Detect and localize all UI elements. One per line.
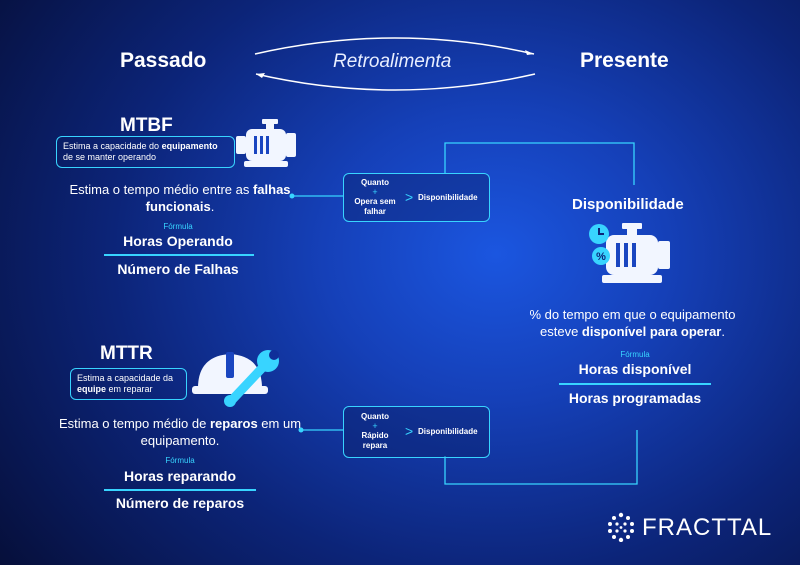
box-gt-sign: >: [405, 423, 414, 439]
disponibilidade-description: % do tempo em que o equipamento esteve d…: [529, 307, 736, 339]
motor-clock-percent-icon: %: [589, 223, 670, 283]
mtbf-numerator: Horas Operando: [123, 233, 233, 249]
box-falhar: falhar: [364, 207, 386, 216]
connector-dot-mtbf: [289, 193, 295, 199]
mtbf-description: Estima o tempo médio entre as falhas fun…: [69, 182, 291, 214]
box-disponibilidade: Disponibilidade: [418, 427, 478, 436]
hardhat-wrench-icon: [192, 350, 279, 407]
mttr-fraction-line: [104, 489, 256, 491]
arc-bottom: [255, 73, 536, 91]
box-opera-sem: Opera sem: [354, 197, 396, 206]
box-quanto: Quanto: [361, 178, 389, 187]
box-gt-sign: >: [405, 189, 414, 205]
mtbf-callout: Estima a capacidade do equipamento de se…: [56, 136, 235, 168]
header-passado: Passado: [120, 49, 207, 72]
mttr-denominator: Número de reparos: [115, 495, 245, 511]
arc-top: [254, 37, 535, 55]
svg-text:%: %: [596, 251, 606, 263]
box-plus: +: [372, 421, 378, 431]
disponibilidade-numerator: Horas disponível: [578, 361, 692, 377]
box-quanto: Quanto: [361, 412, 389, 421]
fracttal-dots-logo-icon: [608, 512, 634, 542]
box-plus: +: [372, 187, 378, 197]
box-rapido: Rápido: [361, 431, 389, 440]
motor-pump-icon: [236, 119, 296, 167]
mtbf-availability-box: Quanto + Opera sem falhar > Disponibilid…: [343, 173, 490, 222]
mtbf-fraction-line: [104, 254, 254, 256]
connector-dot-mttr: [298, 427, 304, 433]
box-disponibilidade: Disponibilidade: [418, 193, 478, 202]
mttr-callout: Estima a capacidade da equipe em reparar: [70, 368, 187, 400]
header-presente: Presente: [580, 49, 669, 72]
disponibilidade-fraction-line: [559, 383, 711, 385]
mtbf-formula-label: Fórmula: [163, 222, 193, 231]
mttr-description: Estima o tempo médio de reparos em um eq…: [58, 416, 302, 448]
mttr-title: MTTR: [100, 343, 153, 364]
disponibilidade-formula-label: Fórmula: [620, 350, 650, 359]
disponibilidade-title: Disponibilidade: [572, 196, 684, 213]
mtbf-title: MTBF: [120, 115, 173, 136]
arrowhead-right: [525, 50, 534, 55]
arrowhead-left: [256, 73, 265, 78]
disponibilidade-denominator: Horas programadas: [568, 390, 702, 406]
mttr-availability-box: Quanto + Rápido repara > Disponibilidade: [343, 406, 490, 458]
mttr-formula-label: Fórmula: [165, 456, 195, 465]
box-repara: repara: [362, 441, 388, 450]
mttr-numerator: Horas reparando: [123, 468, 237, 484]
mtbf-denominator: Número de Falhas: [117, 261, 239, 277]
brand-name: FRACTTAL: [642, 514, 773, 541]
header-retroalimenta: Retroalimenta: [333, 51, 452, 72]
